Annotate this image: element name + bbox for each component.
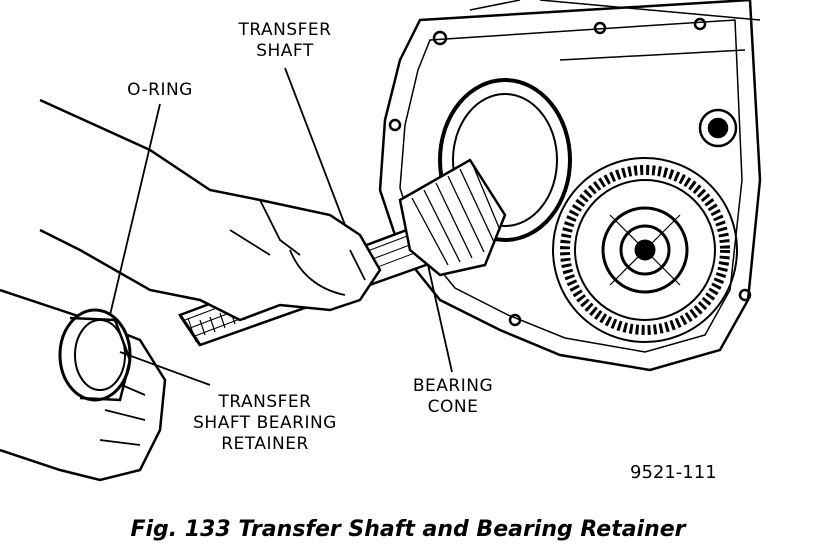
figure-caption: Fig. 133 Transfer Shaft and Bearing Reta… (130, 517, 686, 542)
helical-gear (398, 158, 507, 277)
leader-bearing-cone (427, 264, 453, 373)
bearing-retainer (58, 308, 132, 402)
label-bearing-retainer: TRANSFER SHAFT BEARING RETAINER (193, 392, 337, 454)
housing-bolt (698, 108, 738, 148)
right-hand (39, 98, 382, 322)
label-bearing-cone: BEARING CONE (412, 376, 494, 417)
leader-transfer-shaft (284, 67, 346, 226)
illustration (0, 0, 762, 482)
label-o-ring: O-RING (127, 80, 193, 100)
label-transfer-shaft: TRANSFER SHAFT (238, 20, 332, 61)
bearing-bore (438, 78, 572, 242)
leader-o-ring (109, 103, 161, 316)
figure-code: 9521-111 (630, 462, 717, 483)
leader-lines (109, 67, 453, 386)
leader-bearing-retainer (119, 351, 211, 386)
ring-gear (552, 157, 738, 343)
